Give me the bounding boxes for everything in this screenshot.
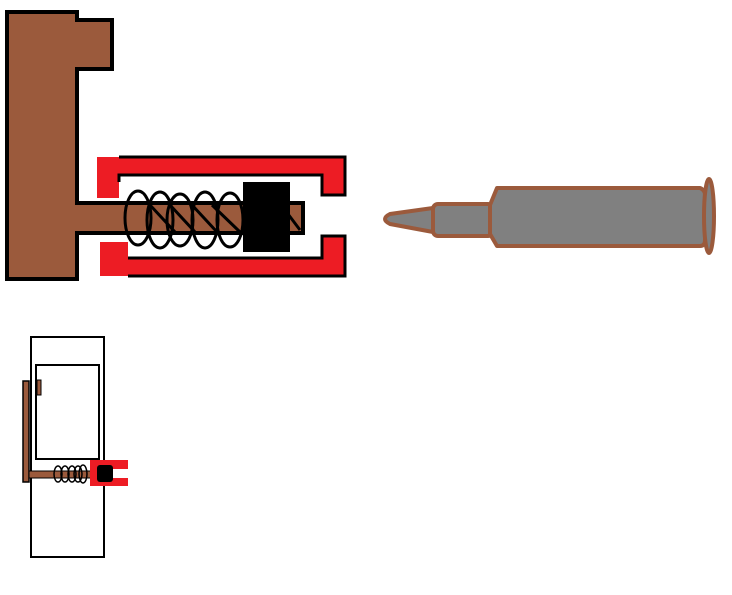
- red-housing: [97, 155, 347, 278]
- spring: [123, 189, 302, 250]
- cartridge: [383, 177, 716, 255]
- striker-frame: [5, 10, 305, 281]
- small-assembly-view: [22, 336, 128, 558]
- firing-block: [243, 182, 290, 252]
